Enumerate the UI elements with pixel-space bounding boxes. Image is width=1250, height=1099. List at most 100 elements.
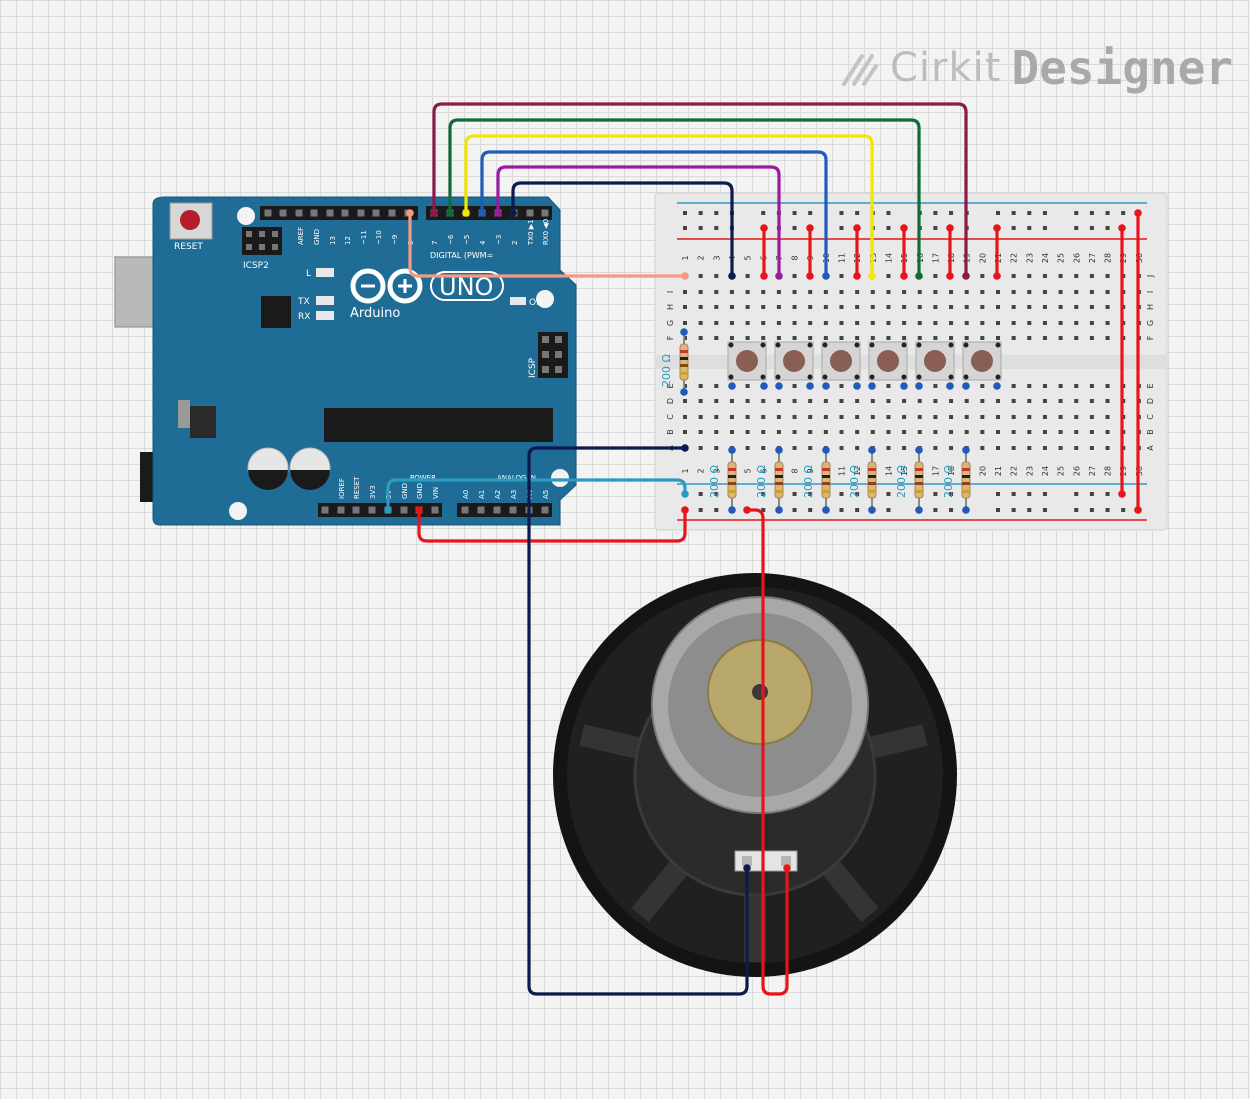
rail-hole[interactable] xyxy=(949,211,954,215)
breadboard-hole[interactable] xyxy=(964,290,969,294)
header-pin[interactable] xyxy=(400,506,408,514)
breadboard-hole[interactable] xyxy=(683,430,687,434)
breadboard-hole[interactable] xyxy=(1027,415,1032,419)
rail-hole[interactable] xyxy=(1027,508,1032,512)
resistor-endpoint[interactable] xyxy=(822,506,830,514)
button-pin-endpoint[interactable] xyxy=(853,382,861,390)
breadboard-hole[interactable] xyxy=(761,336,766,340)
rail-hole[interactable] xyxy=(698,211,703,215)
rail-hole[interactable] xyxy=(1027,226,1032,230)
rail-hole[interactable] xyxy=(714,211,719,215)
resistor-200-ohm[interactable]: 200 Ω xyxy=(848,450,877,510)
header-pin[interactable] xyxy=(431,506,439,514)
breadboard-hole[interactable] xyxy=(902,446,907,450)
breadboard-hole[interactable] xyxy=(949,399,954,403)
header-pin[interactable] xyxy=(341,209,349,217)
breadboard-hole[interactable] xyxy=(729,399,734,403)
breadboard-hole[interactable] xyxy=(729,290,734,294)
resistor-endpoint[interactable] xyxy=(728,506,736,514)
rail-hole[interactable] xyxy=(933,492,938,496)
header-pin[interactable] xyxy=(493,506,501,514)
breadboard-hole[interactable] xyxy=(886,305,891,309)
breadboard-hole[interactable] xyxy=(698,290,703,294)
rail-hole[interactable] xyxy=(714,492,719,496)
breadboard-hole[interactable] xyxy=(1027,305,1032,309)
rail-hole[interactable] xyxy=(792,211,797,215)
rail-hole[interactable] xyxy=(1042,211,1047,215)
breadboard-hole[interactable] xyxy=(1074,336,1079,340)
wire-endpoint[interactable] xyxy=(509,209,517,217)
breadboard-hole[interactable] xyxy=(792,430,797,434)
pushbutton[interactable] xyxy=(821,341,861,381)
breadboard-hole[interactable] xyxy=(776,336,781,340)
breadboard-hole[interactable] xyxy=(949,415,954,419)
wire-5v-red[interactable] xyxy=(417,508,687,543)
breadboard-hole[interactable] xyxy=(729,321,734,325)
rail-hole[interactable] xyxy=(698,508,703,512)
breadboard-hole[interactable] xyxy=(870,415,875,419)
breadboard-hole[interactable] xyxy=(1105,305,1110,309)
breadboard-hole[interactable] xyxy=(996,321,1000,325)
breadboard-hole[interactable] xyxy=(745,384,750,388)
rail-hole[interactable] xyxy=(839,492,844,496)
breadboard-hole[interactable] xyxy=(714,274,719,278)
breadboard-hole[interactable] xyxy=(745,336,750,340)
wire-endpoint[interactable] xyxy=(1134,506,1142,514)
button-pin-endpoint[interactable] xyxy=(806,382,814,390)
rail-hole[interactable] xyxy=(949,492,954,496)
breadboard-hole[interactable] xyxy=(792,305,797,309)
breadboard-hole[interactable] xyxy=(839,384,844,388)
wire-endpoint[interactable] xyxy=(680,328,688,336)
rail-hole[interactable] xyxy=(761,492,766,496)
breadboard-hole[interactable] xyxy=(1074,305,1079,309)
wire-endpoint[interactable] xyxy=(783,864,791,872)
wire-endpoint[interactable] xyxy=(681,444,689,452)
breadboard-hole[interactable] xyxy=(1089,336,1094,340)
rail-hole[interactable] xyxy=(855,211,860,215)
header-pin[interactable] xyxy=(526,209,534,217)
breadboard-hole[interactable] xyxy=(776,290,781,294)
rail-hole[interactable] xyxy=(808,492,813,496)
breadboard-hole[interactable] xyxy=(683,399,687,403)
wire-pin8-salmon[interactable] xyxy=(408,211,687,278)
breadboard-hole[interactable] xyxy=(745,430,750,434)
breadboard-hole[interactable] xyxy=(1058,446,1063,450)
breadboard-hole[interactable] xyxy=(933,415,938,419)
breadboard-hole[interactable] xyxy=(933,336,938,340)
rail-hole[interactable] xyxy=(996,508,1000,512)
breadboard-hole[interactable] xyxy=(1011,430,1016,434)
rail-hole[interactable] xyxy=(714,226,719,230)
wire-speaker-negative-navy[interactable] xyxy=(527,446,749,996)
wire-endpoint[interactable] xyxy=(1118,224,1126,232)
breadboard-hole[interactable] xyxy=(964,336,969,340)
breadboard-hole[interactable] xyxy=(1074,446,1079,450)
breadboard-hole[interactable] xyxy=(823,321,828,325)
breadboard-hole[interactable] xyxy=(745,399,750,403)
rail-hole[interactable] xyxy=(1089,508,1094,512)
button-pin-endpoint[interactable] xyxy=(728,382,736,390)
breadboard-hole[interactable] xyxy=(1105,446,1110,450)
breadboard-hole[interactable] xyxy=(714,415,719,419)
resistor-endpoint[interactable] xyxy=(775,506,783,514)
breadboard-hole[interactable] xyxy=(902,430,907,434)
breadboard-hole[interactable] xyxy=(792,415,797,419)
breadboard-hole[interactable] xyxy=(823,430,828,434)
wire-endpoint[interactable] xyxy=(446,209,454,217)
breadboard-hole[interactable] xyxy=(933,399,938,403)
breadboard-hole[interactable] xyxy=(1042,290,1047,294)
header-pin[interactable] xyxy=(388,209,396,217)
breadboard-hole[interactable] xyxy=(1042,384,1047,388)
breadboard-hole[interactable] xyxy=(1074,321,1079,325)
breadboard-hole[interactable] xyxy=(729,336,734,340)
rail-hole[interactable] xyxy=(855,508,860,512)
wire-endpoint[interactable] xyxy=(822,272,830,280)
breadboard-hole[interactable] xyxy=(964,415,969,419)
breadboard-hole[interactable] xyxy=(1027,399,1032,403)
rail-hole[interactable] xyxy=(933,226,938,230)
breadboard-hole[interactable] xyxy=(886,399,891,403)
breadboard-hole[interactable] xyxy=(996,415,1000,419)
breadboard-hole[interactable] xyxy=(1105,384,1110,388)
breadboard-hole[interactable] xyxy=(745,446,750,450)
breadboard-hole[interactable] xyxy=(1011,384,1016,388)
wire-endpoint[interactable] xyxy=(430,209,438,217)
